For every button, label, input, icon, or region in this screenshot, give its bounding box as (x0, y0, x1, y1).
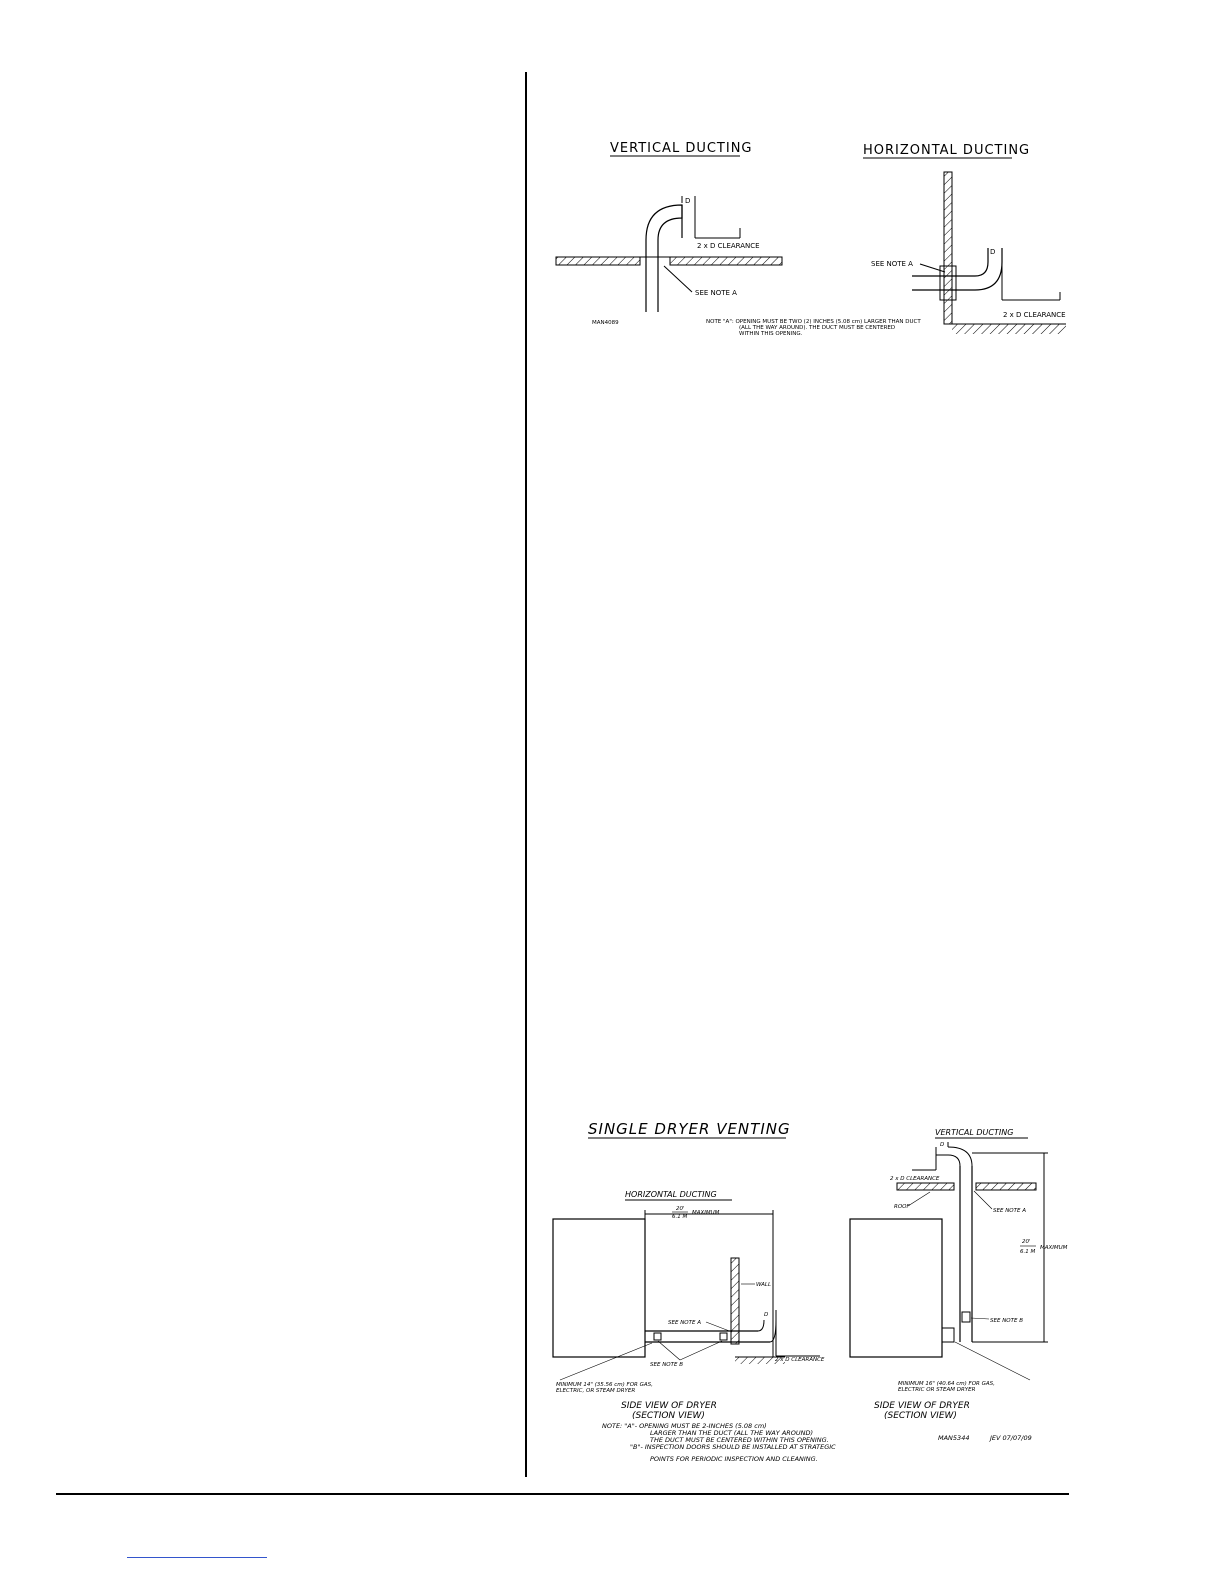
top-drawing-number: MAN4089 (592, 320, 619, 326)
bottom-drawing-number: MAN5344 (938, 1434, 969, 1442)
bottom-note-line-1: NOTE: "A"- OPENING MUST BE 2-INCHES (5.0… (602, 1422, 767, 1430)
vertical-ducting-drawing: D 2 x D CLEARANCE SEE NOTE A (555, 196, 783, 312)
single-dryer-venting-title: SINGLE DRYER VENTING (588, 1120, 791, 1138)
left-section-view: (SECTION VIEW) (632, 1411, 705, 1421)
bottom-note-line-5: POINTS FOR PERIODIC INSPECTION AND CLEAN… (650, 1455, 818, 1463)
left-minimum-line-2: ELECTRIC, OR STEAM DRYER (556, 1388, 635, 1394)
right-maximum: MAXIMUM (1040, 1245, 1068, 1251)
right-d-label: D (940, 1142, 944, 1148)
left-max-meters: 6.1 M (672, 1214, 687, 1220)
bottom-note-line-2: LARGER THAN THE DUCT (ALL THE WAY AROUND… (650, 1429, 813, 1437)
footer-rule (56, 1493, 1069, 1495)
top-note-line-2: (ALL THE WAY AROUND). THE DUCT MUST BE C… (739, 325, 895, 331)
right-vertical-ducting-drawing: VERTICAL DUCTING D 2 x D CLEARANCE 20' (849, 1128, 1068, 1421)
left-max-feet: 20' (676, 1206, 685, 1212)
horizontal-d-label: D (990, 248, 995, 256)
bottom-revision: JEV 07/07/09 (988, 1434, 1032, 1442)
left-side-view: SIDE VIEW OF DRYER (621, 1401, 717, 1411)
right-minimum-line-2: ELECTRIC OR STEAM DRYER (898, 1387, 976, 1393)
right-see-note-b: SEE NOTE B (990, 1318, 1023, 1324)
left-clearance-label: 2 x D CLEARANCE (775, 1357, 825, 1363)
vertical-d-label: D (685, 197, 690, 205)
right-vertical-title: VERTICAL DUCTING (935, 1128, 1013, 1137)
vertical-ducting-title: VERTICAL DUCTING (610, 141, 753, 156)
left-d-label: D (764, 1312, 768, 1318)
bottom-note-line-3: THE DUCT MUST BE CENTERED WITHIN THIS OP… (650, 1436, 829, 1444)
right-clearance-label: 2 x D CLEARANCE (890, 1176, 940, 1182)
horizontal-ducting-drawing: D 2 x D CLEARANCE SEE NOTE A (871, 171, 1066, 334)
horizontal-see-note-a: SEE NOTE A (871, 260, 913, 268)
top-note-line-3: WITHIN THIS OPENING. (739, 331, 803, 337)
horizontal-clearance-label: 2 x D CLEARANCE (1003, 311, 1066, 319)
top-note-line-1: NOTE "A": OPENING MUST BE TWO (2) INCHES… (706, 319, 921, 325)
left-minimum-line-1: MINIMUM 14" (35.56 cm) FOR GAS, (556, 1382, 653, 1388)
right-see-note-a: SEE NOTE A (993, 1208, 1026, 1214)
left-horizontal-title: HORIZONTAL DUCTING (625, 1190, 717, 1199)
left-see-note-a: SEE NOTE A (668, 1320, 701, 1326)
right-section-view: (SECTION VIEW) (884, 1411, 957, 1421)
left-horizontal-ducting-drawing: HORIZONTAL DUCTING 20' 6.1 M MAXIMUM WAL… (552, 1190, 825, 1421)
vertical-see-note-a: SEE NOTE A (695, 289, 737, 297)
vertical-clearance-label: 2 x D CLEARANCE (697, 242, 760, 250)
left-wall-label: WALL (756, 1282, 771, 1288)
right-max-feet: 20' (1022, 1239, 1031, 1245)
left-maximum: MAXIMUM (692, 1210, 720, 1216)
right-side-view: SIDE VIEW OF DRYER (874, 1401, 970, 1411)
left-see-note-b: SEE NOTE B (650, 1362, 683, 1368)
footer-link-underline[interactable] (127, 1557, 267, 1558)
bottom-note-line-4: "B"- INSPECTION DOORS SHOULD BE INSTALLE… (630, 1443, 836, 1451)
column-divider (525, 72, 527, 1477)
right-max-meters: 6.1 M (1020, 1249, 1035, 1255)
right-roof-label: ROOF (894, 1204, 910, 1210)
horizontal-ducting-title: HORIZONTAL DUCTING (863, 143, 1030, 158)
top-ducting-diagram: VERTICAL DUCTING HORIZONTAL DUCTING D 2 … (555, 141, 1066, 337)
right-minimum-line-1: MINIMUM 16" (40.64 cm) FOR GAS, (898, 1381, 995, 1387)
single-dryer-venting-diagram: SINGLE DRYER VENTING HORIZONTAL DUCTING … (552, 1120, 1068, 1463)
